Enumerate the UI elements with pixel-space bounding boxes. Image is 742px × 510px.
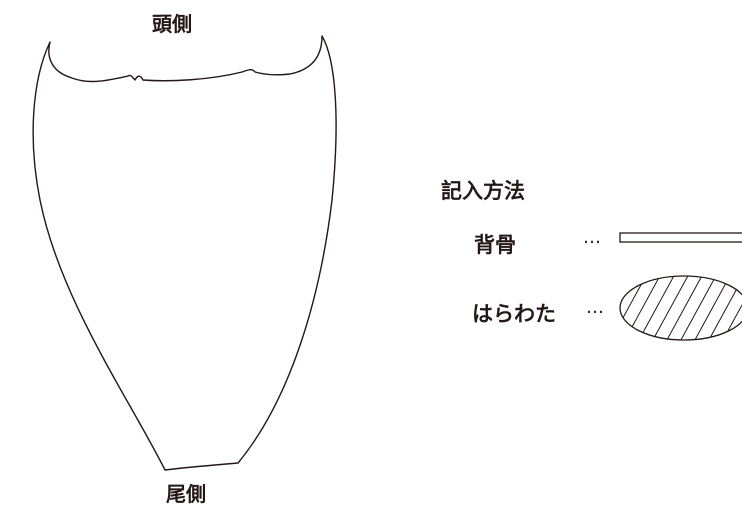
fish-body-outline bbox=[32, 35, 337, 471]
tail-side-label: 尾側 bbox=[166, 482, 206, 506]
guts-swatch bbox=[619, 275, 742, 341]
spine-swatch bbox=[619, 232, 742, 243]
head-side-label: 頭側 bbox=[152, 12, 192, 36]
legend-guts-label: はらわた bbox=[472, 302, 556, 326]
legend-spine-label: 背骨 bbox=[474, 233, 516, 257]
legend-spine-leader: … bbox=[583, 227, 601, 248]
legend-guts-leader: … bbox=[586, 297, 604, 318]
legend-title: 記入方法 bbox=[441, 179, 525, 203]
